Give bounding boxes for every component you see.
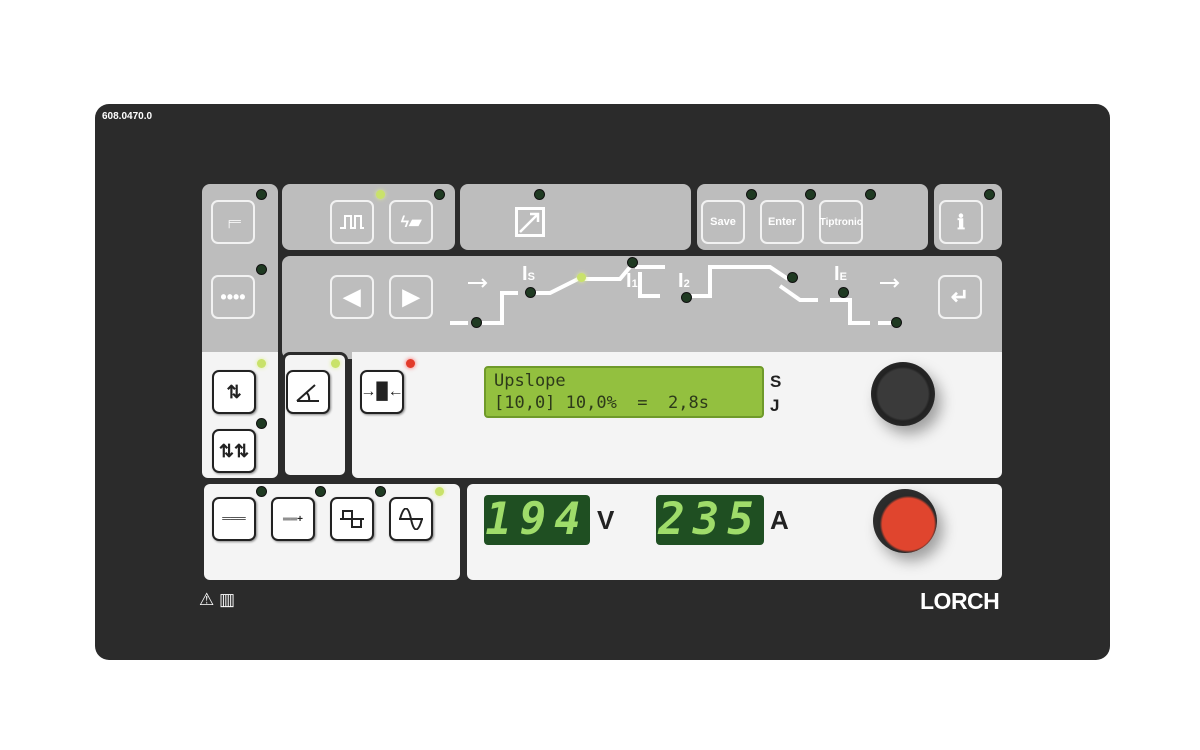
four-stroke-button[interactable]: ⇅⇅ bbox=[212, 429, 256, 473]
enter-button[interactable]: Enter bbox=[760, 200, 804, 244]
led-dc-plus bbox=[316, 487, 325, 496]
two-stroke-button[interactable]: ⇅ bbox=[212, 370, 256, 414]
led-torch bbox=[257, 190, 266, 199]
led-ac-square bbox=[376, 487, 385, 496]
label-second-current: I2 bbox=[678, 270, 690, 292]
scale-arrow-icon[interactable] bbox=[515, 207, 545, 237]
led-main-current[interactable] bbox=[628, 258, 637, 267]
ac-sine-button[interactable] bbox=[389, 497, 433, 541]
spot-button[interactable]: →█← bbox=[360, 370, 404, 414]
info-icon: ℹ bbox=[957, 211, 965, 234]
manual-icon: ▥ bbox=[218, 590, 236, 609]
electrode-icon: ϟ▰ bbox=[400, 214, 422, 231]
dc-icon: ═══ bbox=[222, 513, 246, 525]
dc-plus-icon: ══+ bbox=[282, 513, 303, 525]
led-four-stroke bbox=[257, 419, 266, 428]
led-more bbox=[257, 265, 266, 274]
arrow-left-icon: ◀ bbox=[343, 284, 361, 309]
torch-button[interactable]: ╒═ bbox=[211, 200, 255, 244]
led-upslope[interactable] bbox=[577, 273, 586, 282]
parameter-knob[interactable] bbox=[871, 362, 935, 426]
scale-panel bbox=[460, 184, 691, 250]
electrode-button[interactable]: ϟ▰ bbox=[389, 200, 433, 244]
square-wave-icon bbox=[340, 510, 364, 528]
weld-sequence-diagram bbox=[450, 265, 900, 325]
brand-logo: LORCH bbox=[920, 588, 1000, 614]
unit-joules: J bbox=[770, 396, 780, 415]
voltage-display: 194 bbox=[484, 494, 590, 545]
current-knob[interactable] bbox=[873, 489, 937, 553]
led-ac-sine bbox=[435, 487, 444, 496]
arrow-right-icon: ▶ bbox=[402, 284, 420, 309]
model-number: 608.0470.0 bbox=[102, 111, 153, 122]
led-save bbox=[747, 190, 756, 199]
torch-icon: ╒═ bbox=[225, 216, 241, 228]
label-start-current: IS bbox=[522, 263, 535, 285]
led-scale bbox=[535, 190, 544, 199]
led-downslope[interactable] bbox=[788, 273, 797, 282]
slope-icon bbox=[296, 384, 319, 402]
info-button[interactable]: ℹ bbox=[939, 200, 983, 244]
led-second-current[interactable] bbox=[682, 293, 691, 302]
led-tiptronic bbox=[866, 190, 875, 199]
lcd-line-1: Upslope bbox=[494, 371, 566, 391]
lcd-display: Upslope[10,0] 10,0% = 2,8s bbox=[484, 366, 764, 418]
warning-manual-icons: ⚠ ▥ bbox=[199, 590, 235, 610]
ac-square-button[interactable] bbox=[330, 497, 374, 541]
dots-icon: •••• bbox=[220, 286, 246, 307]
dc-plus-button[interactable]: ══+ bbox=[271, 497, 315, 541]
return-button[interactable]: ↵ bbox=[938, 275, 982, 319]
current-display: 235 bbox=[656, 495, 764, 545]
led-start-current[interactable] bbox=[526, 288, 535, 297]
led-pulse bbox=[376, 190, 385, 199]
lcd-line-2: [10,0] 10,0% = 2,8s bbox=[494, 393, 709, 413]
unit-seconds: S bbox=[770, 372, 782, 391]
slope-button[interactable] bbox=[286, 370, 330, 414]
warning-icon: ⚠ bbox=[199, 590, 215, 609]
label-end-current: IE bbox=[834, 263, 847, 285]
current-unit: A bbox=[770, 505, 789, 535]
label-main-current: I1 bbox=[626, 270, 638, 292]
led-info bbox=[985, 190, 994, 199]
led-two-stroke bbox=[257, 359, 266, 368]
two-stroke-icon: ⇅ bbox=[226, 381, 242, 402]
led-enter bbox=[806, 190, 815, 199]
return-icon: ↵ bbox=[950, 284, 970, 309]
led-dc bbox=[257, 487, 266, 496]
led-gas-postflow[interactable] bbox=[892, 318, 901, 327]
led-slope bbox=[331, 359, 340, 368]
tiptronic-button[interactable]: Tiptronic bbox=[819, 200, 863, 244]
spot-weld-icon: →█← bbox=[360, 383, 404, 400]
sine-wave-icon bbox=[399, 508, 423, 530]
previous-button[interactable]: ◀ bbox=[330, 275, 374, 319]
led-spot bbox=[406, 359, 415, 368]
pulse-button[interactable] bbox=[330, 200, 374, 244]
pulse-icon bbox=[340, 215, 364, 229]
led-gas-preflow[interactable] bbox=[472, 318, 481, 327]
more-button[interactable]: •••• bbox=[211, 275, 255, 319]
save-button[interactable]: Save bbox=[701, 200, 745, 244]
four-stroke-icon: ⇅⇅ bbox=[218, 440, 250, 461]
dc-button[interactable]: ═══ bbox=[212, 497, 256, 541]
led-electrode bbox=[435, 190, 444, 199]
next-button[interactable]: ▶ bbox=[389, 275, 433, 319]
voltage-unit: V bbox=[597, 505, 615, 535]
led-end-current[interactable] bbox=[839, 288, 848, 297]
